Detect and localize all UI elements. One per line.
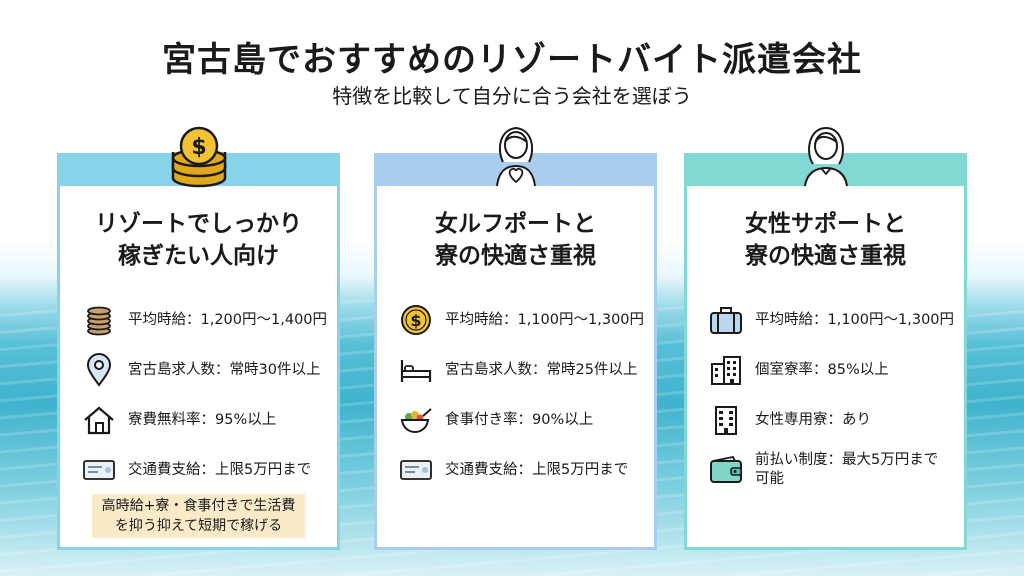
card-note: 高時給+寮・食事付きで生活費 を抑う抑えて短期で稼げる xyxy=(92,494,305,538)
feature-row-transport: 交通費支給：上限5万円まで xyxy=(82,450,329,490)
feature-row-hourly-wage: 平均時給：1,200円〜1,400円 xyxy=(82,300,329,340)
feature-row-job-count: 宮古島求人数：常時30件以上 xyxy=(82,350,329,390)
feature-row-hourly-wage: 平均時給：1,100円〜1,300円 xyxy=(709,300,956,340)
feature-row-advance-pay: 前払い制度：最大5万円まで可能 xyxy=(709,450,956,490)
ticket-icon xyxy=(399,453,433,487)
page-title: 宮古島でおすすめのリゾートバイト派遣会社 xyxy=(162,40,862,80)
building-icon xyxy=(709,353,743,387)
coins-icon xyxy=(82,303,116,337)
bed-icon xyxy=(399,353,433,387)
svg-text:$: $ xyxy=(410,311,421,330)
feature-row-private-room: 個室寮率：85%以上 xyxy=(709,350,956,390)
card-heading: 女ルフポートと 寮の快適さ重視 xyxy=(435,211,596,269)
svg-text:$: $ xyxy=(191,135,206,160)
suitcase-icon xyxy=(709,303,743,337)
ticket-icon xyxy=(82,453,116,487)
feature-row-meals: 食事付き率：90%以上 xyxy=(399,400,646,440)
wallet-icon xyxy=(709,453,743,487)
page-subtitle: 特徴を比較して自分に合う会社を選ぼう xyxy=(332,84,692,108)
feature-row-hourly-wage: $ 平均時給：1,100円〜1,300円 xyxy=(399,300,646,340)
card-heading: リゾートでしっかり 稼ぎたい人向け xyxy=(95,211,302,269)
company-card-2: 女ルフポートと 寮の快適さ重視 $ 平均時給：1,100円〜1,300円 宮古島… xyxy=(374,126,657,550)
card-heading: 女性サポートと 寮の快適さ重視 xyxy=(745,211,906,269)
woman-icon xyxy=(803,126,848,187)
location-pin-icon xyxy=(82,353,116,387)
meal-bowl-icon xyxy=(399,403,433,437)
feature-row-job-count: 宮古島求人数：常時25件以上 xyxy=(399,350,646,390)
coin-stack-icon: $ xyxy=(171,126,226,188)
woman-heart-icon xyxy=(495,126,536,187)
dormitory-icon xyxy=(709,403,743,437)
company-card-3: 女性サポートと 寮の快適さ重視 平均時給：1,100円〜1,300円 個室寮率：… xyxy=(684,126,967,550)
company-card-1: $ リゾートでしっかり 稼ぎたい人向け 平均時給：1,200円〜1,400円 宮… xyxy=(57,126,340,550)
dollar-coin-icon: $ xyxy=(399,303,433,337)
house-icon xyxy=(82,403,116,437)
feature-row-transport: 交通費支給：上限5万円まで xyxy=(399,450,646,490)
feature-row-free-dorm: 寮費無料率：95%以上 xyxy=(82,400,329,440)
feature-row-women-dorm: 女性専用寮：あり xyxy=(709,400,956,440)
